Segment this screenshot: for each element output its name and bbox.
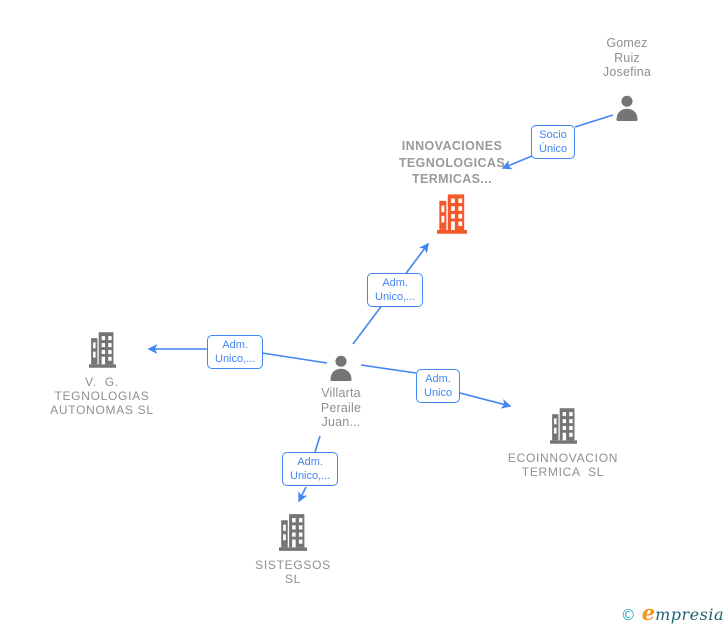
edge-villarta-eco-b bbox=[459, 392, 512, 409]
edge-villarta-vg-a bbox=[261, 352, 328, 364]
company-name: V. G. TEGNOLOGIAS AUTONOMAS SL bbox=[50, 375, 154, 417]
edge-label-adm-unico-bottom: Adm. Unico,... bbox=[282, 452, 339, 486]
building-icon bbox=[89, 332, 116, 368]
edge-gomez-socio bbox=[574, 114, 614, 128]
company-name: INNOVACIONES TEGNOLOGICAS TERMICAS... bbox=[398, 139, 506, 186]
node-person-villarta-peraile-juan[interactable]: Villarta Peraile Juan... bbox=[291, 355, 391, 430]
node-company-ecoinnovacion-termica[interactable]: ECOINNOVACION TERMICA SL bbox=[503, 408, 623, 479]
building-icon bbox=[550, 408, 577, 444]
edge-label-adm-unico-left: Adm. Unico,... bbox=[207, 335, 264, 369]
edge-label-adm-unico-right: Adm. Unico bbox=[416, 369, 461, 403]
edge-label-adm-unico-top: Adm. Unico,... bbox=[367, 273, 424, 307]
building-icon bbox=[279, 514, 307, 551]
brand-initial: e bbox=[641, 600, 656, 625]
building-icon bbox=[437, 194, 467, 234]
node-person-gomez-ruiz-josefina[interactable]: Gomez Ruiz Josefina bbox=[572, 31, 682, 121]
brand-name: mpresia bbox=[655, 605, 724, 624]
node-company-vg-tegnologias-autonomas[interactable]: V. G. TEGNOLOGIAS AUTONOMAS SL bbox=[42, 332, 162, 417]
edge-villarta-eco-a bbox=[360, 364, 417, 374]
edge-socio-innovaciones bbox=[501, 155, 533, 170]
person-name: Gomez Ruiz Josefina bbox=[602, 36, 652, 79]
company-name: SISTEGSOS SL bbox=[255, 558, 331, 586]
company-name: ECOINNOVACION TERMICA SL bbox=[507, 451, 619, 479]
person-icon bbox=[613, 95, 641, 121]
edge-villarta-sistegsos-b bbox=[298, 486, 308, 503]
edge-villarta-sistegsos-a bbox=[314, 435, 321, 453]
node-company-innovaciones-tegnologicas-termicas[interactable]: INNOVACIONES TEGNOLOGICAS TERMICAS... bbox=[387, 138, 517, 234]
person-name: Villarta Peraile Juan... bbox=[320, 386, 362, 429]
empresia-logo[interactable]: © e mpresia bbox=[621, 600, 724, 625]
copyright-symbol: © bbox=[620, 606, 636, 624]
edge-label-socio-unico: Socio Único bbox=[531, 125, 576, 159]
node-company-sistegsos[interactable]: SISTEGSOS SL bbox=[243, 514, 343, 586]
person-icon bbox=[327, 355, 355, 381]
